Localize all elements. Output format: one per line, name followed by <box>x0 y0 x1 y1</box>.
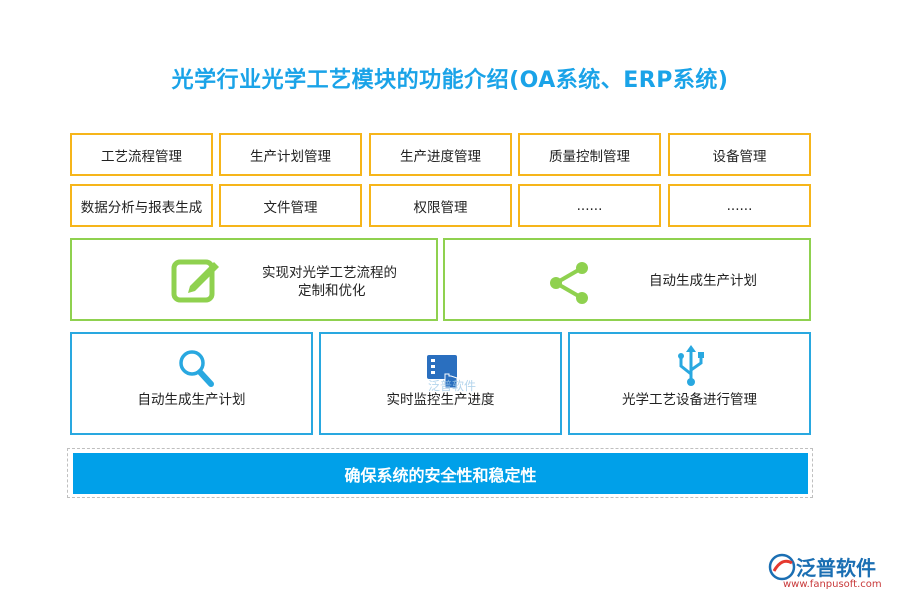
monitor-touch-icon <box>427 355 458 389</box>
feature-box-analysis: 数据分析与报表生成 <box>70 184 213 227</box>
brand-url: www.fanpusoft.com <box>783 579 882 590</box>
footer-banner: 确保系统的安全性和稳定性 <box>73 453 808 494</box>
blue-card-monitor: 实时监控生产进度 <box>319 332 562 435</box>
feature-box-equipment: 设备管理 <box>668 133 811 176</box>
brand-name: 泛普软件 <box>796 556 876 580</box>
footer-frame <box>67 448 813 498</box>
feature-box-permissions: 权限管理 <box>369 184 512 227</box>
feature-box-quality: 质量控制管理 <box>518 133 661 176</box>
share-icon <box>550 262 588 304</box>
green-card-customize-line2: 定制和优化 <box>298 283 366 299</box>
green-card-plan-label: 自动生成生产计划 <box>649 273 757 289</box>
green-card-customize: 实现对光学工艺流程的 定制和优化 <box>70 238 438 321</box>
blue-card-equipment-label: 光学工艺设备进行管理 <box>622 392 757 408</box>
green-card-plan: 自动生成生产计划 <box>443 238 811 321</box>
green-card-customize-line1: 实现对光学工艺流程的 <box>262 265 397 281</box>
edit-icon <box>171 259 219 303</box>
feature-box-process: 工艺流程管理 <box>70 133 213 176</box>
page-title: 光学行业光学工艺模块的功能介绍(OA系统、ERP系统) <box>171 68 729 93</box>
search-icon <box>179 350 214 387</box>
feature-box-files: 文件管理 <box>219 184 362 227</box>
watermark-text: 泛普软件 <box>428 379 477 393</box>
feature-box-plan: 生产计划管理 <box>219 133 362 176</box>
blue-card-equipment: 光学工艺设备进行管理 <box>568 332 811 435</box>
brand-logo-icon <box>768 553 796 581</box>
feature-box-more-2: ...... <box>668 184 811 227</box>
blue-card-plan-label: 自动生成生产计划 <box>137 392 246 408</box>
usb-icon <box>678 345 704 386</box>
blue-card-plan: 自动生成生产计划 <box>70 332 313 435</box>
feature-box-progress: 生产进度管理 <box>369 133 512 176</box>
feature-box-more-1: ...... <box>518 184 661 227</box>
blue-card-monitor-label: 实时监控生产进度 <box>386 392 495 408</box>
